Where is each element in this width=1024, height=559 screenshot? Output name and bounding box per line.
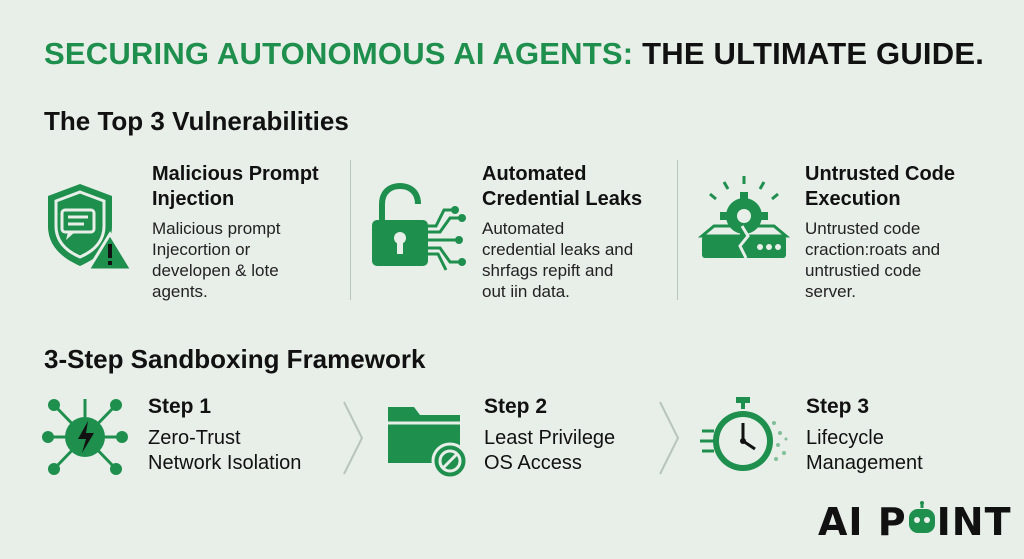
title-green-part: SECURING AUTONOMOUS AI AGENTS:	[44, 36, 634, 71]
step-3-line2: Management	[806, 452, 923, 474]
stopwatch-icon	[700, 393, 790, 488]
vulnerability-divider-2	[677, 160, 678, 300]
vulnerability-3-desc-line3: untrustied code	[805, 261, 922, 280]
robot-head-icon	[907, 501, 937, 537]
framework-heading: 3-Step Sandboxing Framework	[44, 344, 426, 374]
step-card-3: Step 3 Lifecycle Management	[700, 393, 1000, 483]
vulnerability-2-title-line1: Automated	[482, 163, 587, 185]
logo-text-right: INT	[936, 500, 1012, 544]
vulnerability-1-title-line1: Malicious Prompt	[152, 163, 319, 185]
page-title: SECURING AUTONOMOUS AI AGENTS: THE ULTIM…	[44, 36, 984, 72]
vulnerability-3-title-line1: Untrusted Code	[805, 163, 955, 185]
step-1-label: Step 1	[148, 395, 212, 418]
step-3-line1: Lifecycle	[806, 427, 884, 449]
step-3-label: Step 3	[806, 395, 870, 418]
shield-warning-icon	[40, 178, 135, 278]
step-card-2: Step 2 Least Privilege OS Access	[384, 393, 674, 483]
vulnerability-2-desc-line3: shrfags repift and	[482, 261, 614, 280]
vulnerability-2-desc-line2: credential leaks and	[482, 240, 634, 259]
step-1-line2: Network Isolation	[148, 452, 302, 474]
step-card-1: Step 1 Zero-Trust Network Isolation	[40, 393, 340, 483]
vulnerability-card-2: Automated Credential Leaks Automated cre…	[368, 160, 668, 301]
vulnerability-3-desc-line2: craction:roats and	[805, 240, 941, 259]
network-bolt-icon	[40, 395, 130, 485]
vulnerability-2-desc-line4: out iin data.	[482, 282, 570, 301]
vulnerability-card-3: Untrusted Code Execution Untrusted code …	[694, 160, 994, 301]
step-2-line2: OS Access	[484, 452, 582, 474]
vulnerability-card-1: Malicious Prompt Injection Malicious pro…	[40, 160, 340, 301]
vulnerability-divider-1	[350, 160, 351, 300]
chevron-right-icon	[656, 398, 682, 483]
title-black-part: THE ULTIMATE GUIDE.	[642, 36, 985, 71]
chevron-right-icon	[340, 398, 366, 483]
vulnerability-3-title-line2: Execution	[805, 188, 901, 210]
vulnerability-1-title-line2: Injection	[152, 188, 235, 210]
vulnerability-2-desc-line1: Automated	[482, 219, 565, 238]
step-2-line1: Least Privilege	[484, 427, 616, 449]
blocked-folder-icon	[384, 397, 474, 487]
vulnerability-2-title-line2: Credential Leaks	[482, 188, 643, 210]
ai-point-logo: AI P INT	[818, 500, 1012, 544]
unlocked-padlock-icon	[368, 182, 468, 277]
vulnerability-3-desc-line4: server.	[805, 282, 857, 301]
step-2-label: Step 2	[484, 395, 548, 418]
step-1-line1: Zero-Trust	[148, 427, 241, 449]
vulnerability-1-desc-line3: developen & lote	[152, 261, 279, 280]
vulnerability-3-desc-line1: Untrusted code	[805, 219, 921, 238]
vulnerability-1-desc-line1: Malicious prompt	[152, 219, 281, 238]
logo-text-left: AI P	[818, 500, 907, 544]
vulnerability-1-desc-line4: agents.	[152, 282, 208, 301]
vulnerability-1-desc-line2: Injecortion or	[152, 240, 251, 259]
vulnerabilities-heading: The Top 3 Vulnerabilities	[44, 106, 349, 136]
gear-server-icon	[694, 174, 794, 279]
